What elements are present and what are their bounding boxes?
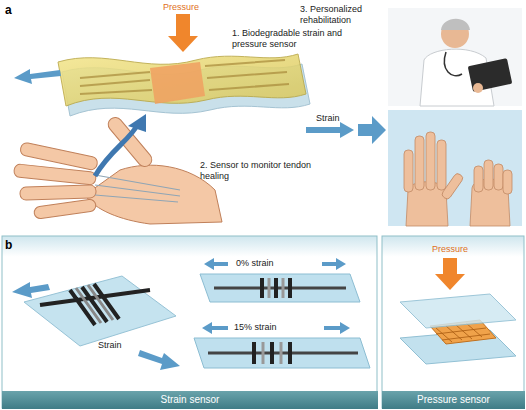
strain-sheet	[12, 276, 180, 370]
sensor-sheet	[58, 54, 310, 116]
panel-title: Pressure sensor	[382, 391, 525, 409]
hand	[13, 115, 222, 224]
annotation: 0% strain	[236, 258, 274, 269]
sensor-panel: Pressure sensor	[382, 236, 525, 409]
curved-arrow	[95, 114, 146, 176]
sensor-panel: Strain sensor	[2, 236, 378, 409]
panel-letter: a	[5, 3, 12, 17]
annotation: Strain	[316, 113, 340, 124]
panel-ground	[382, 236, 524, 408]
hands-photo	[388, 110, 522, 226]
annotation: Pressure	[432, 244, 468, 255]
pressure-sensor	[400, 258, 516, 364]
annotation: 1. Biodegradable strain and pressure sen…	[232, 28, 352, 50]
panel-title: Strain sensor	[2, 391, 378, 409]
strain-sheet-0	[200, 258, 360, 302]
pressure-arrow	[168, 14, 198, 52]
strain-sheet-15	[194, 322, 370, 368]
annotation: 2. Sensor to monitor tendon healing	[200, 160, 320, 182]
panel-letter: b	[5, 238, 12, 252]
panel-ground	[2, 236, 377, 408]
strain-arrow	[14, 69, 386, 144]
doctor	[388, 8, 522, 106]
annotation: 15% strain	[234, 322, 277, 333]
annotation: Strain	[98, 340, 122, 351]
annotation: 3. Personalized rehabilitation	[300, 4, 384, 26]
annotation: Pressure	[163, 2, 199, 13]
